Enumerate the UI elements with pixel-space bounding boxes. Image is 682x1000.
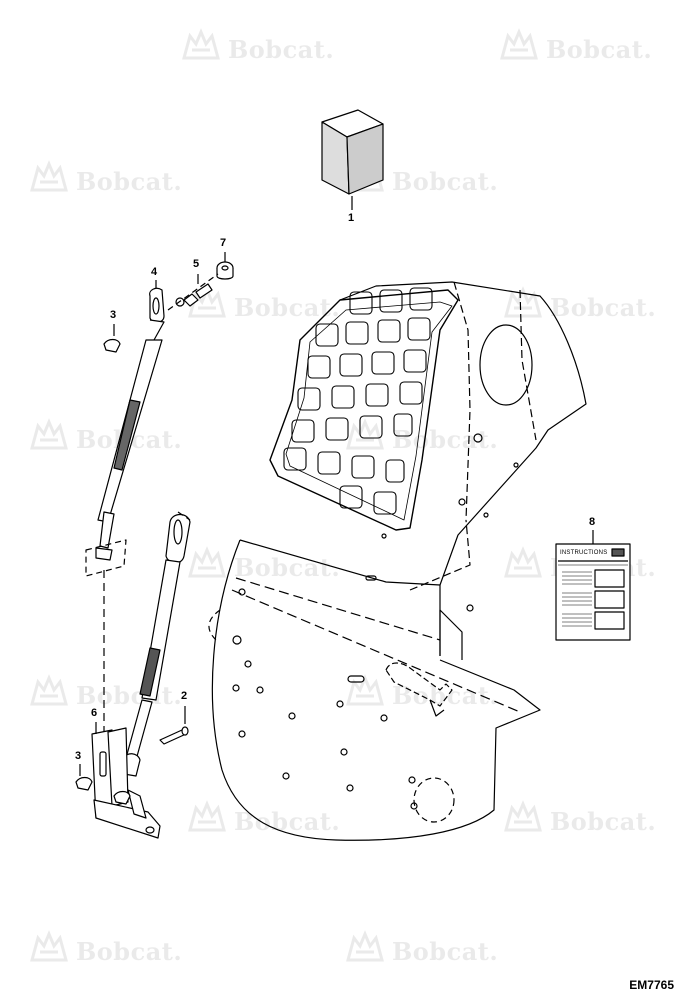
callout-3-lower: 3 (75, 750, 82, 762)
drawing-id: EM7765 (629, 978, 674, 992)
part-1-cube (321, 109, 384, 195)
bobcat-logo-icon (186, 800, 228, 843)
bobcat-logo-icon (498, 28, 540, 71)
bobcat-logo-icon (344, 674, 386, 717)
watermark: Bobcat. (186, 546, 340, 589)
panel-holes (232, 433, 519, 810)
watermark: Bobcat. (344, 418, 498, 461)
rear-screen-grid (269, 287, 459, 531)
bobcat-logo-icon (28, 418, 70, 461)
bobcat-logo-icon (180, 28, 222, 71)
bobcat-logo-icon (186, 546, 228, 589)
cab-rear-panel (208, 281, 587, 841)
bobcat-logo-icon (344, 418, 386, 461)
part-5-ball-stud (175, 283, 213, 307)
part-3-clip-lower (75, 776, 131, 805)
callout-6: 6 (91, 707, 98, 719)
watermark: Bobcat. (28, 930, 182, 973)
watermark: Bobcat. (344, 930, 498, 973)
watermark: Bobcat. (502, 286, 656, 329)
watermark: Bobcat. (344, 674, 498, 717)
watermark: Bobcat. (180, 28, 334, 71)
watermark: Bobcat. (502, 800, 656, 843)
watermark: Bobcat. (28, 160, 182, 203)
watermark: Bobcat. (186, 800, 340, 843)
callout-7: 7 (220, 237, 227, 249)
callout-4: 4 (151, 266, 158, 278)
part-2-pin (159, 726, 189, 745)
bracket-outline (85, 539, 127, 577)
callout-2: 2 (181, 690, 188, 702)
watermark: Bobcat. (28, 674, 182, 717)
part-6-base-bracket (91, 727, 161, 839)
part-7-nut (216, 261, 234, 280)
bobcat-logo-icon (28, 674, 70, 717)
watermark: Bobcat. (498, 28, 652, 71)
bobcat-logo-icon (502, 800, 544, 843)
bobcat-logo-icon (502, 286, 544, 329)
assembly-line-5 (167, 273, 219, 311)
bobcat-logo-icon (344, 930, 386, 973)
part-3-clip-upper (103, 338, 121, 353)
bobcat-logo-icon (186, 286, 228, 329)
callout-8: 8 (589, 516, 596, 528)
part-8-instructions-decal (555, 543, 631, 641)
bobcat-logo-icon (28, 930, 70, 973)
callout-1: 1 (348, 212, 355, 224)
callout-3-upper: 3 (110, 309, 117, 321)
bobcat-logo-icon (28, 160, 70, 203)
decal-title: INSTRUCTIONS (560, 550, 608, 556)
assembly-line-lower (177, 511, 191, 521)
bobcat-logo-icon (502, 546, 544, 589)
screen-cells (283, 287, 433, 515)
part-4-gas-strut (95, 287, 165, 561)
callout-5: 5 (193, 258, 200, 270)
